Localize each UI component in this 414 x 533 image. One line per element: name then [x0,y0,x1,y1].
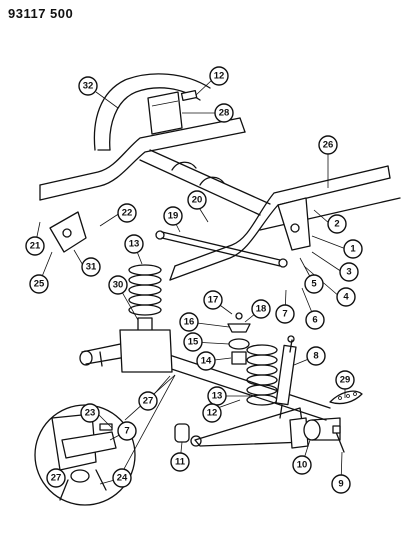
callout-28: 28 [214,103,234,123]
lower-control-arm [190,407,309,449]
callout-26: 26 [318,135,338,155]
callout-17: 17 [203,290,223,310]
svg-text:7: 7 [124,426,129,437]
callout-2: 2 [327,214,347,234]
wheelhouse-panel [93,73,211,151]
frame-rail-left [39,117,246,201]
svg-text:12: 12 [214,71,225,82]
callout-18: 18 [251,299,271,319]
svg-text:4: 4 [343,292,349,303]
callout-5: 5 [304,274,324,294]
callout-32: 32 [78,76,98,96]
svg-text:14: 14 [201,356,212,367]
svg-text:15: 15 [188,337,199,348]
svg-text:12: 12 [207,408,218,419]
bracket-clip [329,390,363,405]
callout-23: 23 [80,403,100,423]
callout-7-inset: 7 [117,421,137,441]
coil-spring-upper [128,264,162,316]
callout-14: 14 [196,351,216,371]
svg-text:13: 13 [129,239,140,250]
track-bar [155,230,288,268]
callout-1: 1 [343,239,363,259]
callout-30: 30 [108,275,128,295]
callout-10: 10 [292,455,312,475]
callout-15: 15 [183,332,203,352]
svg-text:9: 9 [338,479,343,490]
svg-text:31: 31 [86,262,97,273]
callout-4: 4 [336,287,356,307]
svg-text:20: 20 [192,195,203,206]
svg-text:2: 2 [334,219,339,230]
svg-text:21: 21 [30,241,41,252]
callout-16: 16 [179,312,199,332]
svg-text:30: 30 [113,280,124,291]
svg-text:27: 27 [51,473,62,484]
isolator-stack [227,312,251,365]
svg-text:27: 27 [143,396,154,407]
svg-text:10: 10 [297,460,308,471]
svg-text:17: 17 [208,295,219,306]
callout-24: 24 [112,468,132,488]
svg-text:7: 7 [282,309,287,320]
shock-absorber [275,335,297,419]
callout-19: 19 [163,206,183,226]
svg-text:28: 28 [219,108,230,119]
rear-axle-beam [79,329,331,421]
callout-13-upper: 13 [124,234,144,254]
svg-text:16: 16 [184,317,195,328]
svg-text:29: 29 [340,375,351,386]
callout-11: 11 [170,452,190,472]
svg-text:26: 26 [323,140,334,151]
svg-text:18: 18 [256,304,267,315]
callout-12-lower: 12 [202,403,222,423]
bolt-lower [332,425,345,453]
callout-29: 29 [335,370,355,390]
bolt-top [180,89,198,102]
svg-text:6: 6 [312,315,317,326]
callout-27-axle: 27 [138,391,158,411]
frame-rail-right [169,165,401,281]
mount-bracket-left [49,211,87,253]
arm-bushing [174,423,190,443]
svg-text:5: 5 [311,279,317,290]
svg-text:23: 23 [85,408,96,419]
frame-crossmember [139,149,271,216]
svg-text:8: 8 [313,351,318,362]
svg-text:32: 32 [83,81,94,92]
svg-text:25: 25 [34,279,45,290]
callout-27-inset: 27 [46,468,66,488]
callout-31: 31 [81,257,101,277]
callout-9: 9 [331,474,351,494]
svg-text:19: 19 [168,211,179,222]
spring-seat-bracket-right [277,197,311,251]
diagram-code: 93117 500 [8,6,74,21]
callout-12-top: 12 [209,66,229,86]
callout-3: 3 [339,262,359,282]
callout-6: 6 [305,310,325,330]
svg-text:3: 3 [346,267,351,278]
callout-20: 20 [187,190,207,210]
callout-25: 25 [29,274,49,294]
callout-21: 21 [25,236,45,256]
svg-text:22: 22 [122,208,133,219]
callout-13-lower: 13 [207,386,227,406]
callout-8: 8 [306,346,326,366]
svg-text:13: 13 [212,391,223,402]
svg-text:1: 1 [350,244,356,255]
callout-7-frame: 7 [275,304,295,324]
svg-text:11: 11 [175,457,186,468]
svg-text:24: 24 [117,473,128,484]
coil-spring-lower [246,344,278,406]
callout-22: 22 [117,203,137,223]
